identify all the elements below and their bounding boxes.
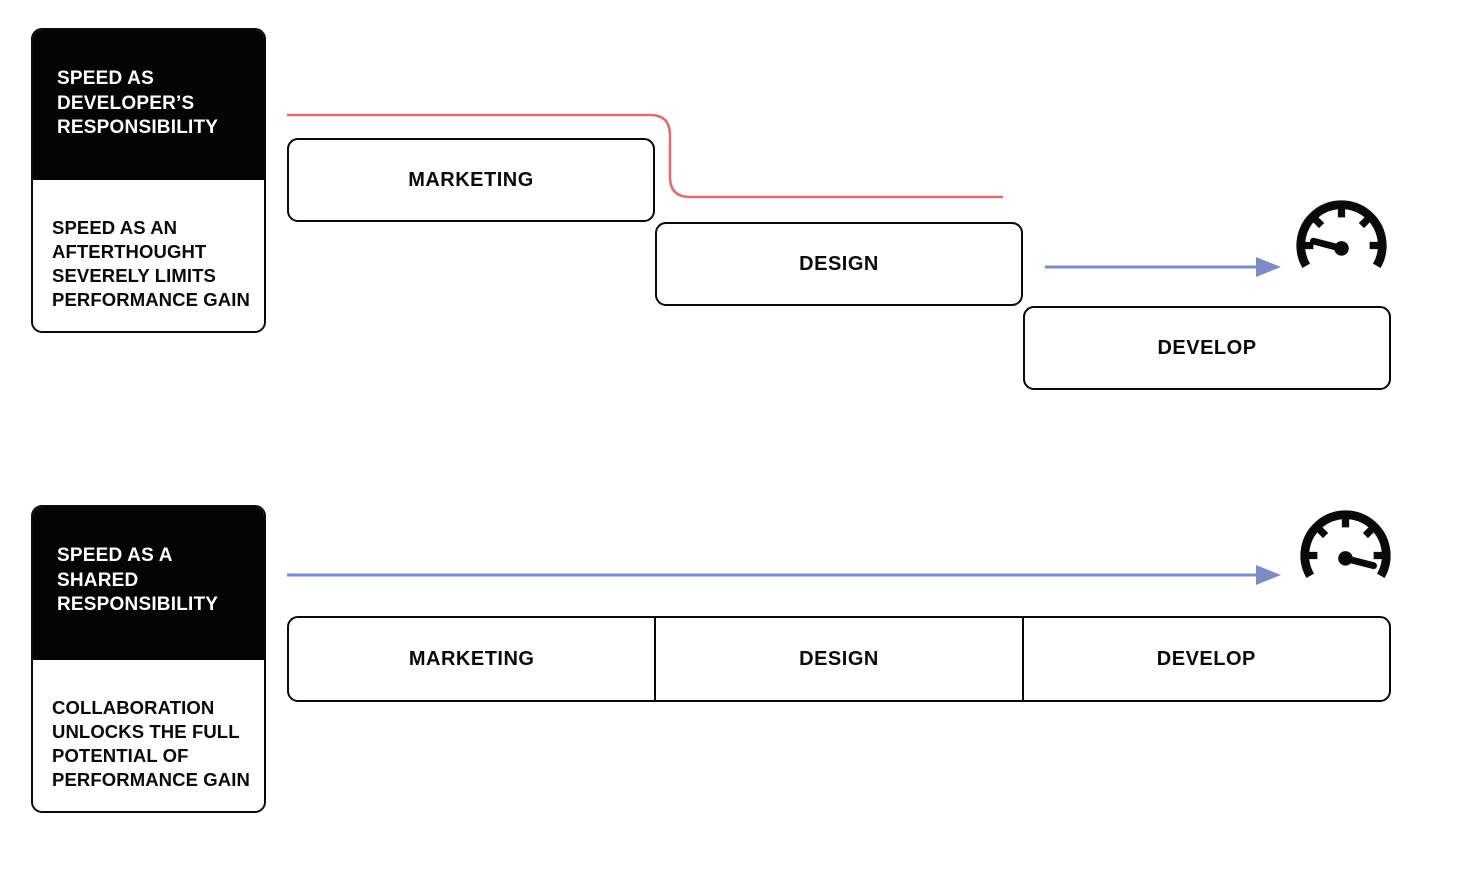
pipeline-cell-marketing: MARKETING: [289, 618, 657, 700]
stage-box-marketing: MARKETING: [287, 138, 655, 222]
stage-box-develop: DEVELOP: [1023, 306, 1391, 390]
arrow-head: [1256, 565, 1281, 585]
red-step-path: [287, 113, 1003, 199]
stage-label: DESIGN: [799, 252, 879, 275]
card-title: SPEED AS DEVELOPER’S RESPONSIBILITY: [57, 68, 219, 138]
pipeline-cell-design: DESIGN: [656, 618, 1024, 700]
stage-label: DEVELOP: [1156, 647, 1256, 670]
card-body: COLLABORATION UNLOCKS THE FULL POTENTIAL…: [33, 660, 264, 792]
card-description: COLLABORATION UNLOCKS THE FULL POTENTIAL…: [52, 697, 250, 790]
card-body: SPEED AS AN AFTERTHOUGHT SEVERELY LIMITS…: [33, 180, 264, 312]
sequential-timeline-line: [287, 113, 1003, 199]
stage-label: DEVELOP: [1157, 336, 1257, 359]
info-card-developer-responsibility: SPEED AS DEVELOPER’S RESPONSIBILITY SPEE…: [31, 28, 266, 333]
card-header: SPEED AS A SHARED RESPONSIBILITY: [33, 507, 264, 660]
arrow-head: [1256, 257, 1281, 277]
speed-arrow: [287, 565, 1281, 585]
card-title: SPEED AS A SHARED RESPONSIBILITY: [57, 545, 219, 615]
info-card-shared-responsibility: SPEED AS A SHARED RESPONSIBILITY COLLABO…: [31, 505, 266, 813]
speed-arrow: [1045, 257, 1281, 277]
stage-label: DESIGN: [799, 647, 879, 670]
speedometer-high-icon: [1300, 510, 1391, 579]
card-description: SPEED AS AN AFTERTHOUGHT SEVERELY LIMITS…: [52, 217, 250, 310]
pipeline-cell-develop: DEVELOP: [1024, 618, 1389, 700]
card-header: SPEED AS DEVELOPER’S RESPONSIBILITY: [33, 30, 264, 180]
speedometer-low-icon: [1296, 200, 1387, 269]
stage-label: MARKETING: [408, 168, 534, 191]
stage-box-design: DESIGN: [655, 222, 1023, 306]
pipeline-row: MARKETING DESIGN DEVELOP: [287, 616, 1391, 702]
stage-label: MARKETING: [408, 647, 535, 670]
